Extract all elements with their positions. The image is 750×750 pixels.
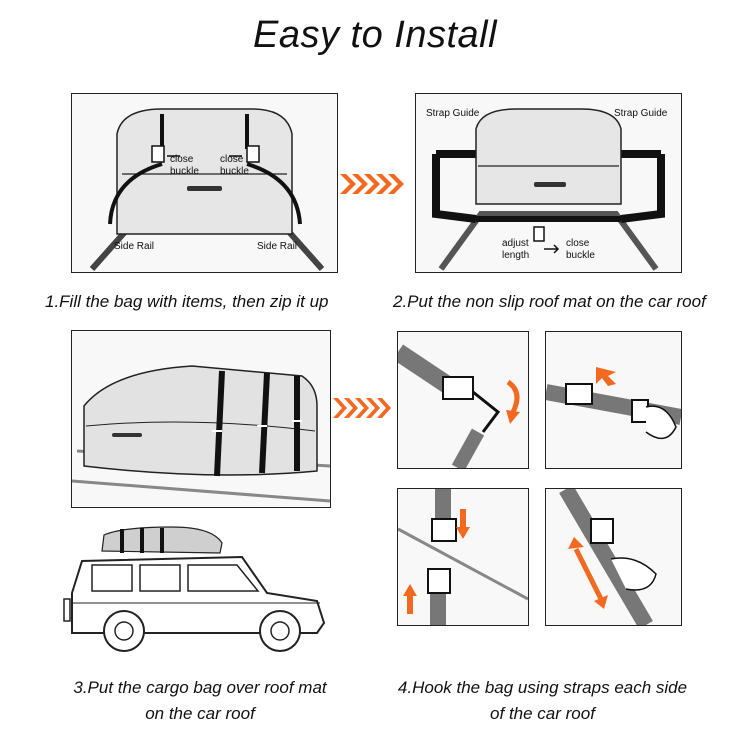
close-buckle-label-right-2: buckle bbox=[220, 166, 249, 177]
side-rail-label-right: Side Rail bbox=[257, 241, 297, 252]
step2-illustration: Strap Guide Strap Guide adjust length cl… bbox=[415, 93, 682, 273]
step4-caption-line2: of the car roof bbox=[490, 704, 595, 723]
chevron-arrows-icon-2 bbox=[333, 396, 393, 420]
close-buckle-label-left-1: close bbox=[170, 154, 194, 165]
close-buckle-label-2: buckle bbox=[566, 250, 595, 261]
step4-caption: 4.Hook the bag using straps each side of… bbox=[375, 675, 710, 727]
step3-caption-line1: 3.Put the cargo bag over roof mat bbox=[73, 678, 327, 697]
side-rail-label-left: Side Rail bbox=[114, 241, 154, 252]
chevron-arrows-icon bbox=[340, 170, 412, 198]
close-buckle-label-left-2: buckle bbox=[170, 166, 199, 177]
step4c-illustration bbox=[397, 488, 529, 626]
step4d-illustration bbox=[545, 488, 682, 626]
step1-caption: 1.Fill the bag with items, then zip it u… bbox=[45, 292, 329, 311]
page-title: Easy to Install bbox=[252, 14, 498, 56]
step4b-illustration bbox=[545, 331, 682, 469]
close-buckle-label-right-1: close bbox=[220, 154, 244, 165]
strap-guide-label-right: Strap Guide bbox=[614, 108, 668, 119]
step2-caption: 2.Put the non slip roof mat on the car r… bbox=[393, 292, 706, 311]
close-buckle-label-1: close bbox=[566, 238, 590, 249]
adjust-length-label-1: adjust bbox=[502, 238, 529, 249]
step1-illustration: close buckle close buckle Side Rail Side… bbox=[71, 93, 338, 273]
step4-caption-line1: 4.Hook the bag using straps each side bbox=[397, 678, 688, 697]
step4a-illustration bbox=[397, 331, 529, 469]
strap-guide-label-left: Strap Guide bbox=[426, 108, 480, 119]
car-illustration bbox=[62, 523, 334, 655]
step3-caption: 3.Put the cargo bag over roof mat on the… bbox=[35, 675, 365, 727]
step3-caption-line2: on the car roof bbox=[145, 704, 255, 723]
step3-illustration bbox=[71, 330, 331, 508]
adjust-length-label-2: length bbox=[502, 250, 529, 261]
